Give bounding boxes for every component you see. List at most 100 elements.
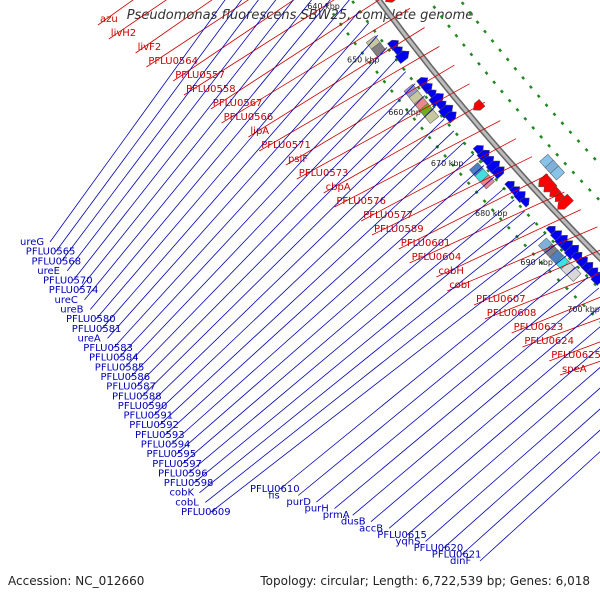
reverse-label-9: PFLU0580: [66, 314, 116, 325]
reverse-label-leader-1: [49, 0, 226, 243]
feature-block-inner-5-shape: [370, 42, 386, 57]
reverse-label-leader-33: [334, 287, 600, 509]
reverse-label-leader-27: [199, 221, 536, 494]
reverse-label-23: PFLU0595: [147, 449, 197, 460]
reverse-label-37: PFLU0615: [377, 530, 427, 541]
reverse-label-14: PFLU0585: [95, 362, 145, 373]
forward-label-14: PFLU0576: [336, 196, 386, 207]
forward-label-18: PFLU0604: [412, 252, 462, 263]
reverse-label-leader-21: [164, 153, 475, 436]
reverse-label-leader-26: [193, 210, 525, 484]
reverse-label-leader-16: [136, 95, 426, 387]
reverse-label-25: PFLU0596: [158, 468, 208, 479]
reverse-label-18: PFLU0590: [118, 401, 168, 412]
reverse-label-leader-22: [170, 165, 485, 445]
forward-gene-23-shape: [557, 193, 574, 210]
forward-label-leader-14: [334, 120, 501, 208]
reverse-label-leader-36: [388, 346, 600, 529]
forward-label-leader-4: [146, 0, 249, 68]
reverse-label-21: PFLU0593: [135, 430, 185, 441]
reverse-label-41: dinF: [450, 556, 471, 567]
reverse-label-leader-31: [297, 265, 578, 496]
reverse-label-leader-24: [182, 188, 505, 465]
kbp-tick-label-4: 660 kbp: [388, 108, 421, 117]
forward-label-leader-22: [484, 272, 600, 320]
forward-label-leader-3: [135, 0, 213, 54]
reverse-label-leader-17: [141, 107, 435, 397]
reverse-label-leader-7: [84, 0, 331, 301]
forward-label-leader-21: [473, 249, 600, 306]
forward-gene-17-shape: [385, 0, 401, 3]
forward-gene-23: [557, 193, 574, 210]
reverse-label-27: cobK: [170, 488, 195, 499]
genome-summary: Topology: circular; Length: 6,722,539 bp…: [260, 574, 590, 588]
forward-gene-18: [473, 98, 486, 111]
reverse-label-leader-11: [107, 35, 378, 339]
reverse-label-leader-2: [55, 0, 242, 252]
reverse-label-1: ureG: [20, 237, 44, 248]
reverse-label-leader-6: [78, 0, 313, 291]
reverse-label-4: ureE: [37, 266, 60, 277]
reverse-gene-11: [394, 50, 410, 64]
forward-label-9: lipA: [250, 126, 269, 137]
forward-label-5: PFLU0557: [175, 70, 225, 81]
forward-gene-18-shape: [473, 98, 486, 111]
forward-label-21: PFLU0607: [476, 294, 526, 305]
reverse-gene-11-shape: [394, 50, 410, 64]
reverse-label-3: PFLU0568: [32, 256, 82, 267]
reverse-label-leader-4: [66, 0, 277, 272]
reverse-label-13: PFLU0584: [89, 353, 139, 364]
forward-label-1: azu: [100, 14, 118, 25]
reverse-label-31: fis: [268, 491, 280, 502]
forward-label-20: cobI: [449, 280, 470, 291]
feature-block-inner-5: [370, 42, 386, 57]
forward-label-4: PFLU0564: [148, 56, 198, 67]
accession-text: Accession: NC_012660: [8, 574, 145, 588]
reverse-label-6: PFLU0574: [49, 285, 99, 296]
reverse-label-5: PFLU0570: [43, 276, 93, 287]
forward-label-leader-15: [361, 138, 517, 222]
reverse-label-leader-15: [130, 83, 416, 378]
feature-block-outer-15: [550, 165, 565, 181]
track-guide-2: [458, 0, 600, 167]
forward-label-22: PFLU0608: [487, 308, 537, 319]
forward-label-2: livH2: [111, 28, 136, 39]
reverse-label-33: purH: [305, 504, 329, 515]
reverse-label-19: PFLU0591: [124, 411, 174, 422]
forward-label-leader-8: [221, 8, 411, 124]
feature-block-outer-15-shape: [550, 165, 565, 181]
reverse-gene-23: [491, 166, 505, 180]
forward-label-leader-26: [559, 360, 600, 376]
reverse-label-leader-35: [370, 326, 600, 523]
reverse-label-leader-25: [187, 199, 515, 474]
track-guide-3: [350, 0, 600, 291]
reverse-label-leader-30: [279, 255, 567, 490]
reverse-label-32: purD: [286, 497, 311, 508]
reverse-label-2: PFLU0565: [26, 247, 76, 258]
reverse-label-34: prmA: [323, 510, 350, 521]
forward-label-11: psiF: [288, 154, 308, 165]
reverse-label-12: PFLU0583: [83, 343, 133, 354]
kbp-tick-label-5: 670 kbp: [431, 159, 464, 168]
reverse-label-35: dusB: [341, 517, 366, 528]
reverse-label-leader-5: [72, 0, 294, 281]
reverse-gene-37: [590, 271, 600, 286]
reverse-label-38: yqhS: [396, 536, 421, 547]
reverse-label-40: PFLU0621: [432, 550, 482, 561]
forward-label-leader-10: [258, 46, 440, 152]
reverse-label-leader-3: [61, 0, 259, 262]
forward-label-leader-5: [172, 0, 295, 82]
reverse-label-leader-20: [159, 142, 465, 426]
reverse-gene-37-shape: [590, 271, 600, 286]
reverse-label-leader-10: [101, 22, 369, 330]
forward-label-leader-20: [447, 226, 598, 292]
reverse-gene-27: [519, 197, 530, 208]
reverse-label-leader-9: [95, 10, 360, 320]
forward-label-leader-24: [522, 318, 600, 348]
forward-label-13: cbpA: [326, 182, 351, 193]
reverse-label-leader-14: [124, 71, 406, 368]
reverse-label-leader-29: [210, 244, 557, 513]
reverse-label-17: PFLU0588: [112, 391, 162, 402]
reverse-label-leader-38: [425, 387, 600, 542]
